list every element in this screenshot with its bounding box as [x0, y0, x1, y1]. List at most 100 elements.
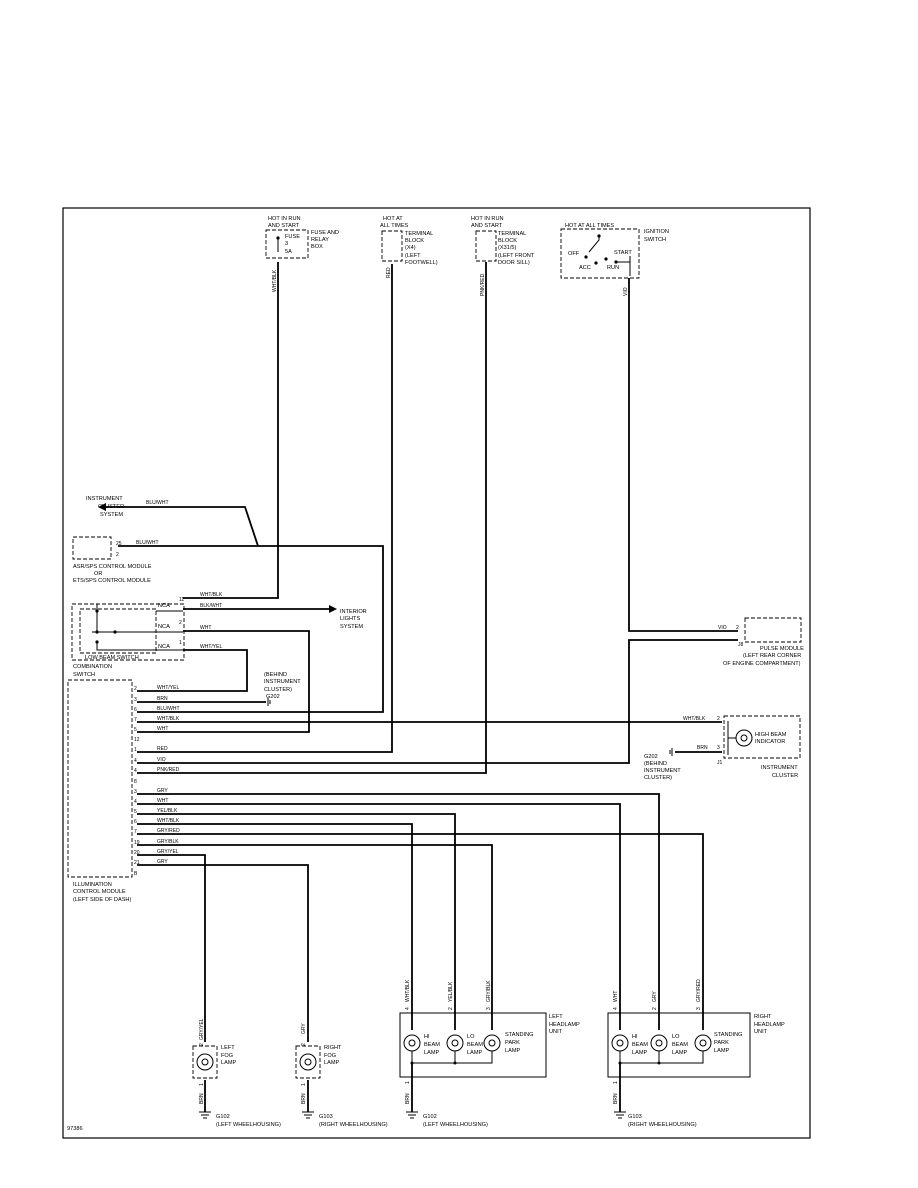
svg-text:(LEFT SIDE OF DASH): (LEFT SIDE OF DASH) [73, 897, 131, 903]
svg-text:TERMINAL: TERMINAL [498, 231, 526, 237]
svg-text:OFF: OFF [568, 251, 580, 257]
svg-text:2: 2 [116, 552, 119, 558]
svg-text:SYSTEM: SYSTEM [340, 624, 363, 630]
svg-text:ETS/SPS CONTROL MODULE: ETS/SPS CONTROL MODULE [73, 578, 151, 584]
svg-text:2: 2 [717, 716, 720, 722]
svg-text:GRY: GRY [652, 991, 658, 1002]
svg-text:CLUSTER: CLUSTER [98, 504, 124, 510]
svg-text:1: 1 [179, 640, 182, 646]
ilcm-pin-number: 3 [134, 697, 137, 703]
asr-sps-control-module: 25 2 BLU/WHT ASR/SPS CONTROL MODULE OR E… [72, 536, 258, 584]
high-beam-indicator: WHT/BLK 2 BRN 3 J1 HIGH BEAM INDICATOR I… [644, 715, 801, 781]
svg-text:11: 11 [179, 597, 184, 603]
ilcm-wire-color: WHT [157, 798, 168, 804]
svg-text:DOOR SILL): DOOR SILL) [498, 260, 530, 266]
svg-text:LAMP: LAMP [714, 1048, 730, 1054]
svg-text:ASR/SPS CONTROL MODULE: ASR/SPS CONTROL MODULE [73, 564, 152, 570]
illumination-control-module: ILLUMINATION CONTROL MODULE (LEFT SIDE O… [67, 679, 133, 903]
svg-text:(LEFT WHEELHOUSING): (LEFT WHEELHOUSING) [423, 1122, 488, 1128]
ilcm-wire-color: BLU/WHT [157, 706, 180, 712]
svg-text:CLUSTER): CLUSTER) [644, 775, 672, 781]
ilcm-wire-color: GRY/RED [157, 828, 180, 834]
ilcm-pin-number: 21 [134, 860, 140, 866]
svg-text:4: 4 [613, 1007, 619, 1010]
svg-text:NCA: NCA [158, 624, 170, 630]
svg-text:(X31/5): (X31/5) [498, 245, 516, 251]
svg-text:BLOCK: BLOCK [405, 238, 424, 244]
svg-text:STANDING: STANDING [505, 1032, 534, 1038]
svg-text:LAMP: LAMP [505, 1048, 521, 1054]
svg-text:LIGHTS: LIGHTS [340, 616, 360, 622]
ilcm-pin-number: 4 [134, 768, 137, 774]
svg-text:HOT IN RUN: HOT IN RUN [268, 216, 301, 222]
svg-text:FOG: FOG [324, 1053, 336, 1059]
ilcm-pin-number: 4 [134, 799, 137, 805]
ilcm-wire-color: WHT/BLK [157, 716, 180, 722]
ilcm-wire-color: PNK/RED [157, 767, 180, 773]
svg-text:UNIT: UNIT [754, 1029, 768, 1035]
svg-text:ALL TIMES: ALL TIMES [380, 223, 409, 229]
svg-text:START: START [614, 250, 632, 256]
svg-text:PULSE MODULE: PULSE MODULE [760, 646, 804, 652]
svg-text:WHT/BLK: WHT/BLK [405, 979, 411, 1002]
svg-text:HOT AT: HOT AT [383, 216, 403, 222]
combination-switch: NCA NCA NCA 11 2 1 LOW BEAM SWITCH COMBI… [71, 597, 185, 678]
svg-text:RED: RED [386, 267, 392, 278]
terminal-block-x31-5: HOT IN RUN AND START TERMINAL BLOCK (X31… [471, 216, 535, 296]
svg-text:VIO: VIO [718, 625, 727, 631]
svg-text:HIGH BEAM: HIGH BEAM [755, 732, 787, 738]
svg-text:LEFT: LEFT [221, 1045, 235, 1051]
svg-text:WHT: WHT [200, 625, 211, 631]
svg-text:J8: J8 [738, 642, 744, 648]
ilcm-pin-number: 7 [134, 717, 137, 723]
svg-text:NCA: NCA [158, 603, 170, 609]
ilcm-pin-number: 5 [134, 727, 137, 733]
ilcm-wire-color: VIO [157, 757, 166, 763]
wire-blu-wht-ic [102, 506, 384, 713]
svg-text:GRY/RED: GRY/RED [696, 979, 702, 1002]
svg-text:INSTRUMENT: INSTRUMENT [264, 679, 301, 685]
ilcm-wire-color: WHT [157, 726, 168, 732]
ilcm-pin-number: 12 [134, 737, 140, 743]
svg-text:1: 1 [199, 1083, 205, 1086]
svg-text:RIGHT: RIGHT [754, 1014, 772, 1020]
svg-text:HEADLAMP: HEADLAMP [754, 1022, 785, 1028]
svg-text:BRN: BRN [613, 1093, 619, 1104]
svg-text:HEADLAMP: HEADLAMP [549, 1022, 580, 1028]
ilcm-pin-number: 5 [134, 809, 137, 815]
svg-text:1: 1 [301, 1083, 307, 1086]
svg-text:COMBINATION: COMBINATION [73, 664, 112, 670]
svg-text:BLOCK: BLOCK [498, 238, 517, 244]
svg-text:HI: HI [424, 1034, 430, 1040]
svg-text:BRN: BRN [301, 1093, 307, 1104]
svg-text:INSTRUMENT: INSTRUMENT [86, 496, 123, 502]
svg-text:PARK: PARK [714, 1040, 729, 1046]
svg-text:(RIGHT WHEELHOUSING): (RIGHT WHEELHOUSING) [319, 1122, 388, 1128]
svg-text:ACC: ACC [579, 265, 591, 271]
svg-text:(LEFT FRONT: (LEFT FRONT [498, 253, 535, 259]
svg-text:HI: HI [632, 1034, 638, 1040]
svg-text:WHT/BLK: WHT/BLK [683, 716, 706, 722]
right-fog-lamp: GRY 2 RIGHT FOG LAMP BRN 1 G103 (RIGHT W… [295, 1023, 388, 1128]
pulse-module: VIO 2 J8 PULSE MODULE (LEFT REAR CORNER … [718, 617, 804, 667]
svg-text:IGNITION: IGNITION [644, 229, 669, 235]
svg-text:BOX: BOX [311, 244, 323, 250]
ilcm-pin-number: 19 [134, 840, 140, 846]
svg-text:BLU/WHT: BLU/WHT [146, 500, 169, 506]
svg-text:G103: G103 [319, 1114, 333, 1120]
svg-text:BEAM: BEAM [424, 1042, 440, 1048]
ilcm-pin-number: 1 [134, 747, 137, 753]
ilcm-pin-number: 3 [134, 789, 137, 795]
svg-text:BRN: BRN [199, 1093, 205, 1104]
wire-pnk-red [137, 262, 487, 774]
svg-text:1: 1 [405, 1081, 411, 1084]
svg-text:3: 3 [717, 745, 720, 751]
ilcm-pin-number: 6 [134, 819, 137, 825]
svg-text:RELAY: RELAY [311, 237, 329, 243]
svg-text:J1: J1 [717, 760, 723, 766]
svg-text:1: 1 [613, 1081, 619, 1084]
svg-text:2: 2 [199, 1043, 205, 1046]
svg-text:4: 4 [405, 1007, 411, 1010]
wire-red [137, 264, 393, 753]
